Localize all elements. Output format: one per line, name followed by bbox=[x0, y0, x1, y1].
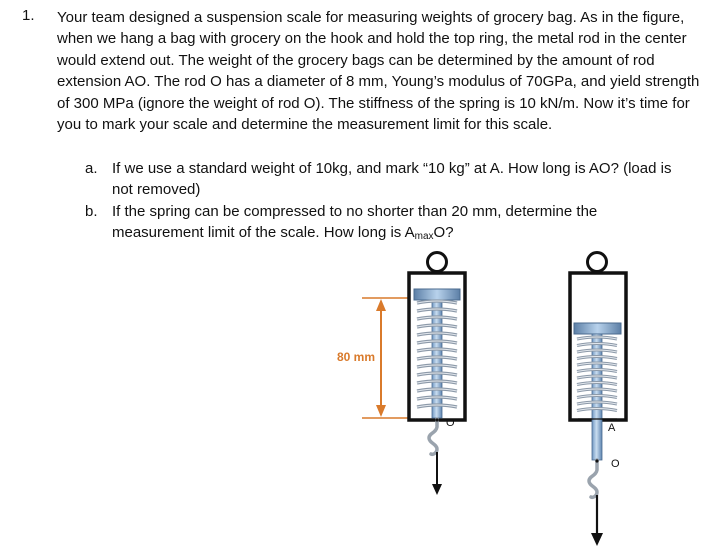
right-hook-icon bbox=[587, 458, 599, 499]
right-spring-icon bbox=[576, 335, 618, 412]
part-a-text: If we use a standard weight of 10kg, and… bbox=[112, 160, 672, 199]
left-point-o-label: O bbox=[446, 417, 455, 429]
part-b: b. If the spring can be compressed to no… bbox=[85, 201, 705, 245]
right-point-o-label: O bbox=[611, 458, 620, 470]
part-b-text-main: If the spring can be compressed to no sh… bbox=[112, 203, 598, 242]
part-b-text: If the spring can be compressed to no sh… bbox=[112, 201, 692, 248]
left-load-arrow-icon bbox=[432, 484, 442, 495]
part-a-label: a. bbox=[85, 160, 98, 177]
part-b-subscript: max bbox=[414, 231, 434, 243]
dimension-arrow-up-icon bbox=[376, 299, 386, 311]
part-a: a. If we use a standard weight of 10kg, … bbox=[85, 158, 705, 202]
left-rod-cap bbox=[413, 288, 461, 301]
part-b-label: b. bbox=[85, 203, 98, 220]
right-scale: A O bbox=[568, 251, 628, 546]
problem-statement: Your team designed a suspension scale fo… bbox=[57, 9, 700, 134]
left-scale: O bbox=[407, 251, 467, 495]
left-hook-icon bbox=[427, 417, 439, 456]
right-rod-cap bbox=[573, 322, 622, 335]
dimension-80mm: 80 mm bbox=[337, 297, 408, 419]
part-b-text-end: O? bbox=[433, 224, 454, 242]
left-top-ring-icon bbox=[426, 251, 448, 273]
right-top-ring-icon bbox=[586, 251, 608, 273]
right-load-arrow-icon bbox=[591, 533, 603, 546]
problem-number: 1. bbox=[22, 7, 35, 24]
dimension-arrow-down-icon bbox=[376, 405, 386, 417]
dimension-label: 80 mm bbox=[337, 350, 375, 364]
right-point-o-marker bbox=[595, 459, 599, 463]
right-point-a-label: A bbox=[608, 422, 616, 434]
left-point-o-marker bbox=[435, 418, 439, 422]
left-spring-icon bbox=[416, 299, 458, 409]
